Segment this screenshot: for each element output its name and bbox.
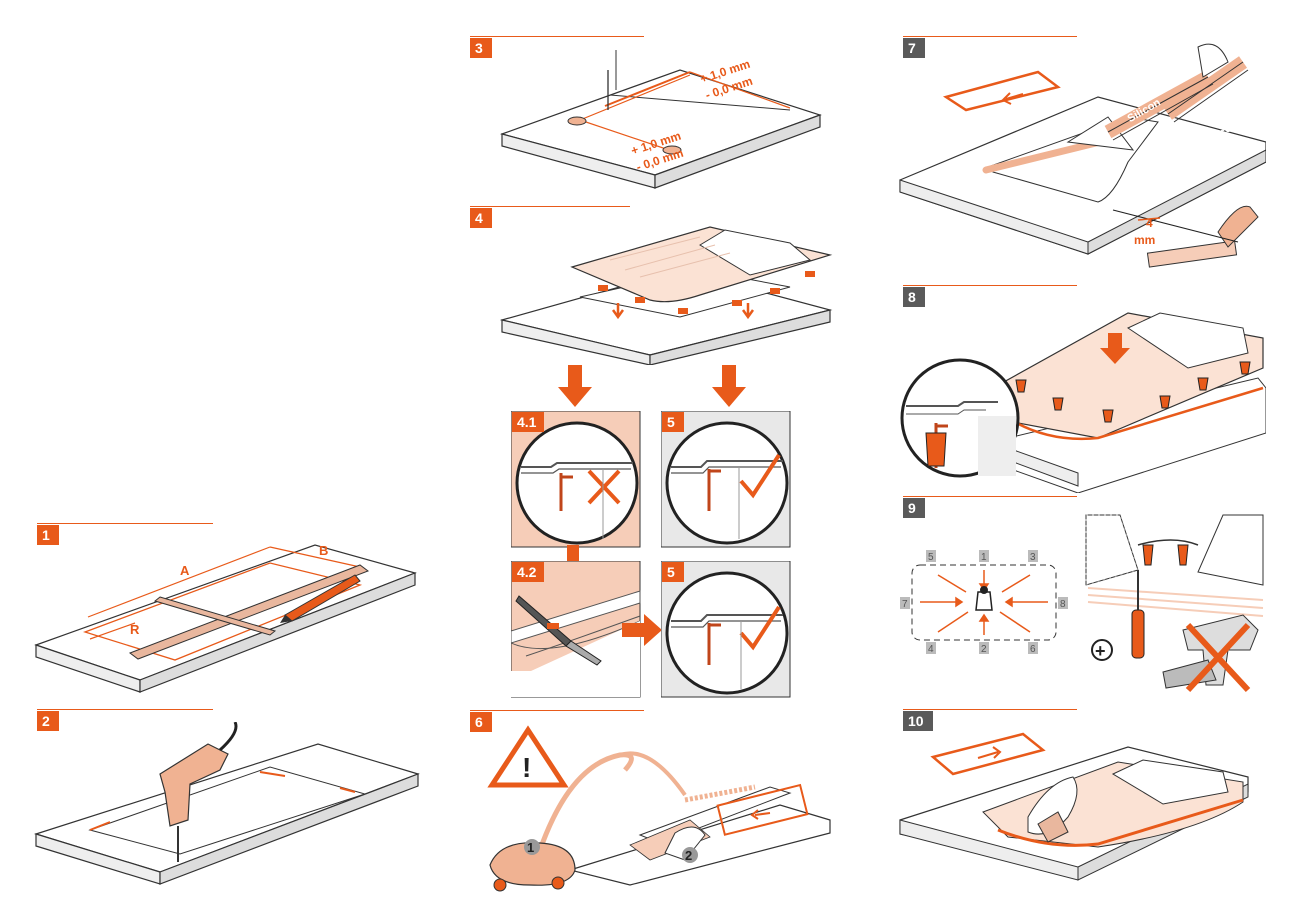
step-2-rule: [37, 709, 213, 710]
step-8-illustration: [900, 312, 1266, 493]
clip-number-6: 6: [1030, 644, 1036, 655]
step-8-badge: 8: [903, 287, 925, 307]
step-6-number-2: 2: [685, 848, 692, 863]
clip-number-7: 7: [902, 599, 908, 610]
step-10-illustration: [899, 732, 1249, 881]
step-4-badge: 4: [470, 208, 492, 228]
gap-unit-label: mm: [1134, 233, 1155, 247]
dimension-a-label: A: [180, 563, 190, 578]
dimension-r-label: R: [130, 622, 140, 637]
warning-icon: [487, 725, 569, 788]
step-5-correct-panel-lower: [661, 561, 791, 698]
phillips-plus-icon: +: [1095, 641, 1106, 661]
step-8-rule: [903, 285, 1077, 286]
step-4-1-wrong-panel: [511, 411, 641, 548]
step-10-rule: [903, 709, 1077, 710]
step-5-correct-panel-upper: [661, 411, 791, 548]
clip-number-1: 1: [981, 552, 987, 563]
step-4-2-file-panel: [511, 561, 641, 698]
clip-number-2: 2: [981, 644, 987, 655]
step-1-rule: [37, 523, 213, 524]
step-6-number-1: 1: [527, 840, 534, 855]
arrow-down-icon: [712, 365, 746, 407]
step-2-illustration: [33, 722, 420, 885]
gap-value-label: 4: [1146, 216, 1153, 230]
step-4-1-badge: 4.1: [512, 412, 544, 432]
step-4-2-badge: 4.2: [512, 562, 544, 582]
arrow-right-icon: [622, 614, 662, 646]
step-6-illustration: ! 1 2: [487, 725, 831, 892]
step-4-illustration: [500, 226, 833, 365]
step-2-badge: 2: [37, 711, 59, 731]
step-1-badge: 1: [37, 525, 59, 545]
step-3-illustration: + 1,0 mm - 0,0 mm + 1,0 mm - 0,0 mm: [500, 50, 822, 189]
clip-number-4: 4: [928, 644, 934, 655]
step-3-rule: [470, 36, 644, 37]
clip-number-5: 5: [928, 552, 934, 563]
step-10-badge: 10: [903, 711, 933, 731]
step-7-illustration: Silicon Silicon 4 mm: [899, 43, 1266, 268]
step-3-badge: 3: [470, 38, 492, 58]
step-6-rule: [470, 710, 644, 711]
step-5-badge-upper: 5: [662, 412, 684, 432]
step-1-illustration: A B R: [34, 543, 417, 693]
arrow-down-icon: [558, 365, 592, 407]
dimension-b-label: B: [319, 543, 328, 558]
clip-number-8: 8: [1060, 599, 1066, 610]
clip-number-3: 3: [1030, 552, 1036, 563]
warning-exclamation: !: [522, 752, 531, 783]
step-9-illustration: 5 1 3 7 8 4 2 6 +: [900, 514, 1264, 693]
step-7-rule: [903, 36, 1077, 37]
step-4-rule: [470, 206, 630, 207]
step-6-badge: 6: [470, 712, 492, 732]
step-5-badge-lower: 5: [662, 562, 684, 582]
step-9-badge: 9: [903, 498, 925, 518]
step-9-rule: [903, 496, 1077, 497]
step-7-badge: 7: [903, 38, 925, 58]
